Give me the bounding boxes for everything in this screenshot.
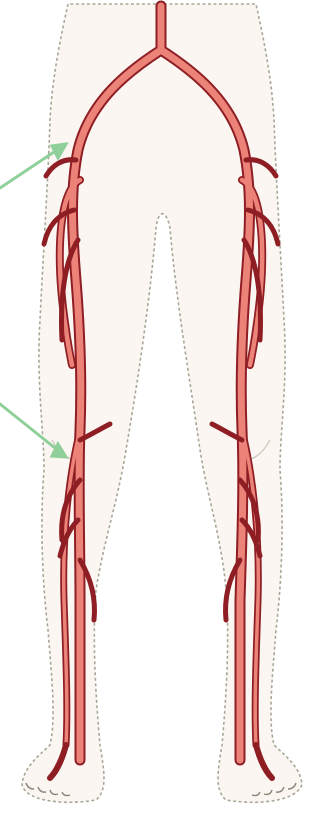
lower-limb-arteries-illustration <box>0 0 321 813</box>
